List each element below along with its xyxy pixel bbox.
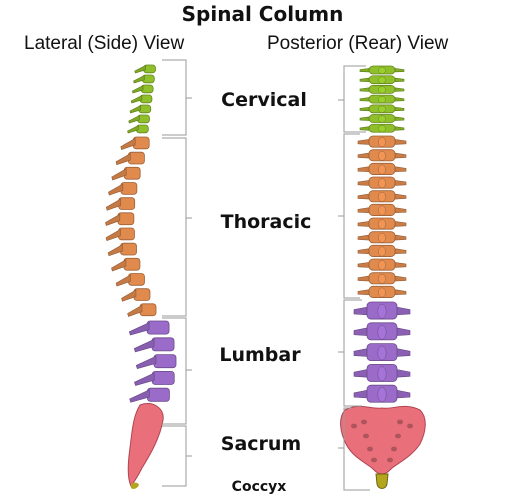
lateral-lumbar-vertebra — [133, 337, 175, 353]
posterior-lumbar-vertebrae — [353, 301, 411, 403]
lateral-spine — [105, 64, 177, 489]
cervical-label: Cervical — [221, 89, 307, 111]
thoracic-label: Thoracic — [220, 211, 312, 233]
sacral-foramen — [363, 433, 369, 439]
sacral-foramen — [407, 423, 413, 429]
lateral-view-label: Lateral (Side) View — [24, 33, 185, 54]
posterior-thoracic-vertebra — [357, 285, 407, 298]
lateral-thoracic-vertebrae — [105, 136, 157, 317]
posterior-lumbar-vertebra — [353, 363, 411, 382]
lateral-thoracic-vertebra — [105, 197, 136, 211]
lateral-coccyx — [131, 482, 139, 489]
bracket-sacrum-lateral — [162, 425, 192, 487]
lateral-thoracic-vertebra — [115, 273, 145, 287]
lateral-cervical-vertebra — [129, 104, 152, 114]
posterior-cervical-vertebra — [359, 75, 405, 85]
posterior-thoracic-vertebra — [357, 272, 407, 285]
sacral-foramen — [397, 419, 403, 425]
sacral-foramen — [391, 446, 397, 452]
sacrum-label: Sacrum — [220, 433, 302, 455]
lateral-thoracic-vertebra — [105, 227, 135, 241]
sacral-foramen — [371, 457, 377, 463]
bracket-cervical-posterior — [338, 65, 366, 133]
sacral-foramen — [395, 433, 401, 439]
posterior-cervical-vertebra — [359, 114, 405, 123]
sacral-foramen — [367, 446, 373, 452]
lateral-thoracic-vertebra — [111, 257, 141, 272]
lateral-thoracic-vertebra — [108, 182, 138, 196]
posterior-sacrum — [340, 405, 426, 475]
diagram-title: Spinal Column — [181, 2, 344, 26]
posterior-thoracic-vertebra — [357, 203, 407, 216]
bracket-thoracic-lateral — [162, 137, 192, 317]
lateral-lumbar-vertebra — [128, 320, 170, 336]
posterior-thoracic-vertebra — [357, 231, 407, 244]
lateral-thoracic-vertebra — [120, 136, 150, 150]
posterior-cervical-vertebra — [359, 85, 405, 94]
lateral-thoracic-vertebra — [111, 166, 141, 181]
posterior-thoracic-vertebrae — [357, 135, 407, 298]
posterior-cervical-vertebrae — [359, 65, 405, 133]
posterior-thoracic-vertebra — [357, 258, 407, 271]
lateral-cervical-vertebra — [131, 84, 154, 94]
posterior-sacral-foramina — [351, 419, 413, 463]
lumbar-label: Lumbar — [219, 344, 301, 366]
posterior-region-brackets — [338, 65, 370, 491]
posterior-spine — [340, 65, 426, 489]
lateral-thoracic-vertebra — [115, 151, 145, 166]
posterior-cervical-vertebra — [359, 65, 405, 75]
posterior-thoracic-vertebra — [357, 176, 407, 189]
bracket-lumbar-lateral — [162, 317, 192, 425]
lateral-cervical-vertebra — [133, 74, 155, 84]
lateral-thoracic-vertebra — [105, 212, 135, 226]
posterior-lumbar-vertebra — [353, 301, 411, 320]
bracket-sacrum-posterior — [338, 407, 370, 491]
coccyx-label: Coccyx — [231, 479, 287, 495]
bracket-lumbar-posterior — [338, 299, 362, 407]
lateral-cervical-vertebra — [128, 114, 150, 124]
lateral-lumbar-vertebra — [135, 354, 177, 370]
posterior-thoracic-vertebra — [357, 135, 407, 148]
bracket-thoracic-posterior — [338, 133, 360, 299]
lateral-cervical-vertebra — [127, 124, 149, 134]
lateral-thoracic-vertebra — [107, 242, 137, 257]
posterior-thoracic-vertebra — [357, 162, 407, 175]
posterior-thoracic-vertebra — [357, 190, 407, 203]
posterior-lumbar-vertebra — [353, 384, 411, 403]
posterior-thoracic-vertebra — [357, 149, 407, 162]
posterior-cervical-vertebra — [359, 123, 405, 133]
posterior-thoracic-vertebra — [357, 244, 407, 257]
posterior-lumbar-vertebra — [353, 343, 411, 362]
lateral-region-brackets — [162, 59, 192, 487]
posterior-thoracic-vertebra — [357, 217, 407, 230]
sacral-foramen — [351, 423, 357, 429]
posterior-cervical-vertebra — [359, 104, 405, 114]
lateral-cervical-vertebra — [130, 94, 153, 104]
sacral-foramen — [387, 457, 393, 463]
lateral-lumbar-vertebra — [134, 370, 175, 386]
lateral-lumbar-vertebrae — [128, 320, 177, 403]
posterior-view-label: Posterior (Rear) View — [267, 33, 449, 54]
lateral-sacrum — [127, 403, 164, 487]
lateral-thoracic-vertebra — [121, 288, 151, 302]
posterior-cervical-vertebra — [359, 94, 405, 104]
posterior-lumbar-vertebra — [353, 322, 411, 341]
sacral-foramen — [361, 419, 367, 425]
bracket-cervical-lateral — [162, 59, 192, 136]
lateral-cervical-vertebrae — [127, 64, 156, 134]
lateral-thoracic-vertebra — [127, 303, 157, 317]
lateral-lumbar-vertebra — [129, 387, 170, 403]
lateral-cervical-vertebra — [134, 64, 156, 74]
posterior-coccyx — [375, 473, 389, 489]
